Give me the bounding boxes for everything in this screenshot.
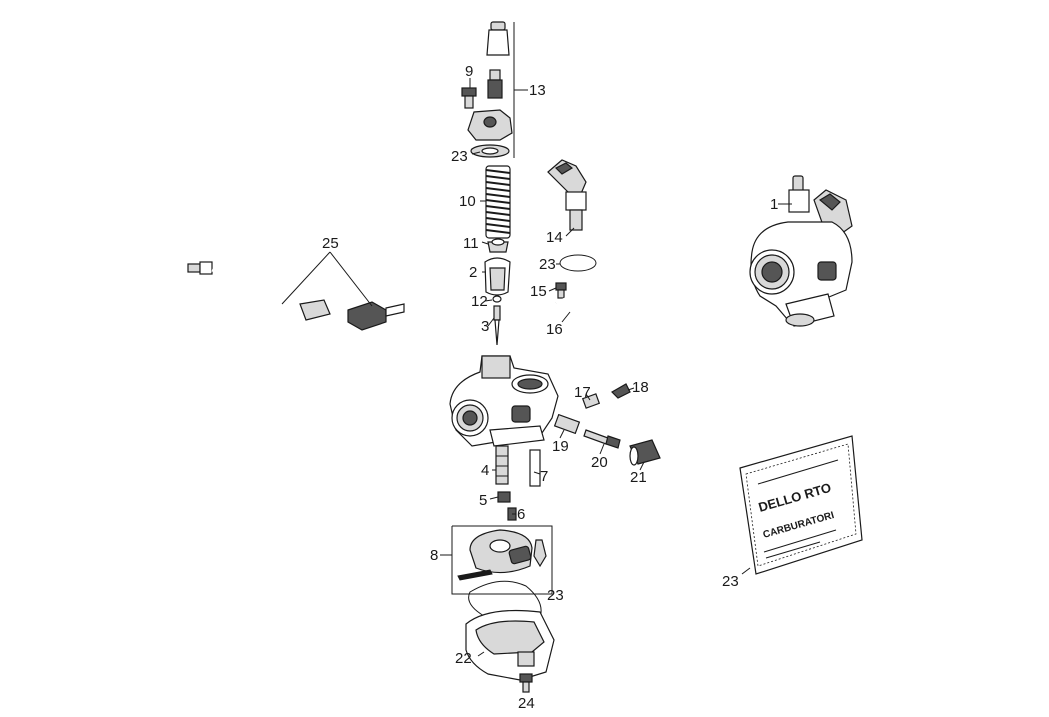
leader-19 xyxy=(559,429,565,439)
leader-23d xyxy=(741,567,751,575)
part-11-clip xyxy=(487,238,509,253)
leader-7 xyxy=(533,471,541,475)
part-10-spring xyxy=(485,165,511,239)
label-17: 17 xyxy=(574,384,591,401)
leader-17 xyxy=(585,393,591,401)
leader-20 xyxy=(599,443,605,455)
leader-16 xyxy=(561,311,571,323)
part-8-float-kit xyxy=(451,525,553,595)
leader-14 xyxy=(565,227,575,237)
leader-23a xyxy=(471,151,481,155)
label-2: 2 xyxy=(469,264,477,281)
label-8: 8 xyxy=(430,547,438,564)
part-23-gasket-top xyxy=(470,144,510,158)
label-10: 10 xyxy=(459,193,476,210)
label-11: 11 xyxy=(463,235,479,252)
part-1-complete-carburetor xyxy=(749,175,853,327)
part-4-emulsion-tube xyxy=(495,445,509,485)
carburetor-body xyxy=(449,355,559,447)
label-23-bag: 23 xyxy=(722,573,739,590)
part-2-slide xyxy=(484,257,511,296)
label-25: 25 xyxy=(322,235,339,252)
label-1: 1 xyxy=(770,196,778,213)
label-4: 4 xyxy=(481,462,489,479)
part-7-jet xyxy=(529,449,541,487)
label-22: 22 xyxy=(455,650,472,667)
part-20-idle-screw xyxy=(583,429,621,449)
label-24: 24 xyxy=(518,695,535,712)
label-23-gasket: 23 xyxy=(547,587,564,604)
part-15-screw xyxy=(555,282,567,299)
part-13-adjuster xyxy=(487,69,503,99)
label-7: 7 xyxy=(540,468,548,485)
leader-21 xyxy=(639,461,645,471)
leader-25a xyxy=(281,251,331,305)
part-17-spring xyxy=(581,393,601,409)
label-23-oring: 23 xyxy=(539,256,556,273)
label-18: 18 xyxy=(632,379,649,396)
label-15: 15 xyxy=(530,283,547,300)
label-5: 5 xyxy=(479,492,487,509)
part-19-spring xyxy=(553,413,581,435)
label-9: 9 xyxy=(465,63,473,80)
part-5-main-jet xyxy=(497,491,511,503)
label-12: 12 xyxy=(471,293,488,310)
part-25-electric-choke xyxy=(187,261,405,331)
label-6: 6 xyxy=(517,506,525,523)
leader-11 xyxy=(481,241,489,245)
part-13-slide-top xyxy=(467,109,513,141)
part-21-cap xyxy=(629,439,661,466)
label-23-top: 23 xyxy=(451,148,468,165)
kit-bag: DELLO RTO CARBURATORI xyxy=(739,435,863,575)
leader-12 xyxy=(484,299,493,302)
label-19: 19 xyxy=(552,438,569,455)
part-18-screw xyxy=(611,383,631,399)
part-23-oring-mid xyxy=(559,254,597,272)
leader-15 xyxy=(548,287,557,292)
leader-25b xyxy=(329,251,373,307)
label-21: 21 xyxy=(630,469,647,486)
leader-18 xyxy=(627,387,635,391)
label-13: 13 xyxy=(529,82,546,99)
label-14: 14 xyxy=(546,229,563,246)
part-9-screw xyxy=(461,87,477,109)
part-24-bowl-screw xyxy=(519,673,533,693)
part-14-choke xyxy=(547,159,587,231)
leader-22 xyxy=(477,651,485,657)
leader-3 xyxy=(487,317,495,327)
label-16: 16 xyxy=(546,321,563,338)
part-22-float-bowl xyxy=(465,609,555,681)
part-12-ring xyxy=(492,295,502,303)
leader-5 xyxy=(489,496,499,500)
label-20: 20 xyxy=(591,454,608,471)
part-3-needle xyxy=(493,305,501,346)
label-3: 3 xyxy=(481,318,489,335)
part-16-cable-bracket xyxy=(555,295,596,335)
part-13-top-cap xyxy=(486,21,510,56)
